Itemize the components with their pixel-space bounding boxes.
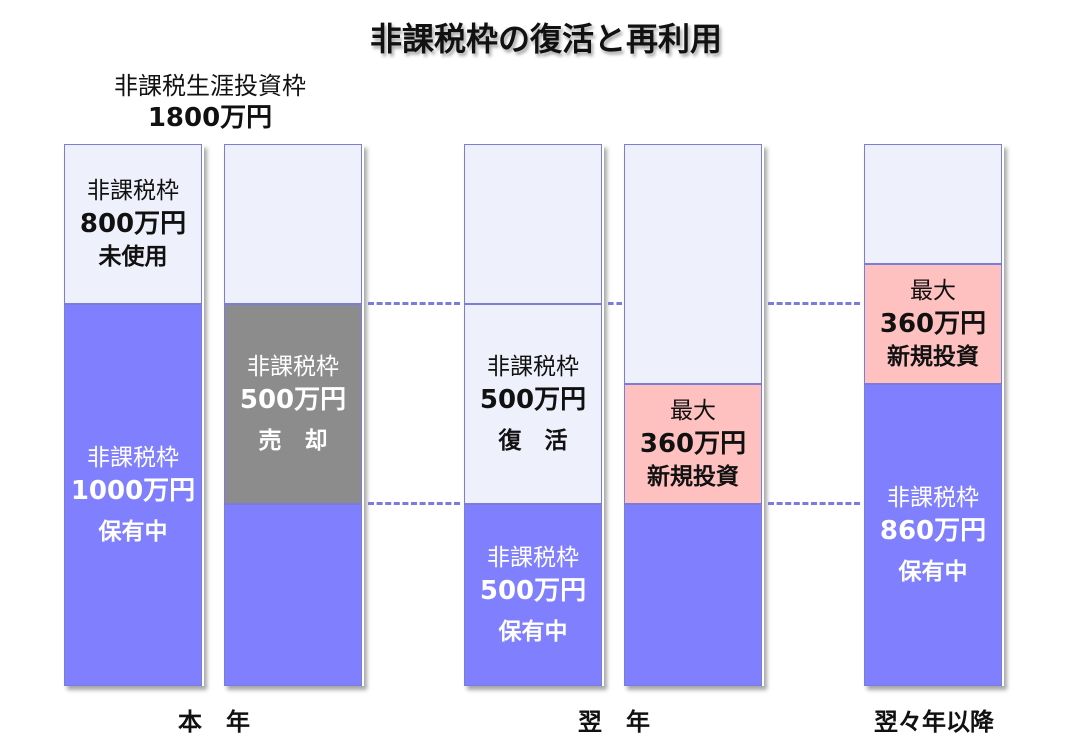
segment-status: 保有中 xyxy=(98,519,168,545)
segment-label: 最大 xyxy=(670,398,716,424)
column-next-year-new: 最大 360万円 新規投資 xyxy=(624,144,764,686)
segment-status: 新規投資 xyxy=(647,464,739,490)
held-quota-segment xyxy=(624,504,762,686)
segment-label: 非課税枠 xyxy=(87,178,179,204)
dashed-connector-lower xyxy=(368,502,460,505)
segment-amount: 500万円 xyxy=(239,385,347,415)
segment-label: 非課税枠 xyxy=(887,485,979,511)
segment-amount: 500万円 xyxy=(479,576,587,606)
footer-next-year: 翌 年 xyxy=(578,708,650,736)
segment-amount: 860万円 xyxy=(879,516,987,546)
segment-status: 保有中 xyxy=(498,619,568,645)
unused-quota-segment xyxy=(624,144,762,384)
column-this-year-before: 非課税枠 800万円 未使用 非課税枠 1000万円 保有中 xyxy=(64,144,204,686)
segment-status: 復 活 xyxy=(498,428,568,454)
segment-amount: 360万円 xyxy=(639,429,747,459)
sold-quota-segment: 非課税枠 500万円 売 却 xyxy=(224,304,362,504)
held-quota-segment xyxy=(224,504,362,686)
segment-label: 非課税枠 xyxy=(247,354,339,380)
unused-quota-segment xyxy=(224,144,362,304)
segment-status: 保有中 xyxy=(898,559,968,585)
held-quota-segment: 非課税枠 500万円 保有中 xyxy=(464,504,602,686)
segment-status: 新規投資 xyxy=(887,344,979,370)
unused-quota-segment: 非課税枠 800万円 未使用 xyxy=(64,144,202,304)
segment-label: 最大 xyxy=(910,278,956,304)
held-quota-segment: 非課税枠 1000万円 保有中 xyxy=(64,304,202,686)
segment-amount: 800万円 xyxy=(79,209,187,239)
lifetime-limit-label: 非課税生涯投資枠 1800万円 xyxy=(60,70,360,134)
new-investment-segment: 最大 360万円 新規投資 xyxy=(624,384,762,504)
segment-status: 売 却 xyxy=(258,428,328,454)
column-this-year-sale: 非課税枠 500万円 売 却 xyxy=(224,144,364,686)
held-quota-segment: 非課税枠 860万円 保有中 xyxy=(864,384,1002,686)
footer-this-year: 本 年 xyxy=(178,708,250,736)
dashed-connector-upper xyxy=(608,302,622,305)
lifetime-limit-caption: 非課税生涯投資枠 xyxy=(114,72,306,100)
column-following-years: 最大 360万円 新規投資 非課税枠 860万円 保有中 xyxy=(864,144,1004,686)
dashed-connector-upper xyxy=(768,302,860,305)
segment-amount: 1000万円 xyxy=(70,476,196,506)
segment-label: 非課税枠 xyxy=(87,445,179,471)
dashed-connector-lower xyxy=(768,502,860,505)
unused-quota-segment xyxy=(864,144,1002,264)
segment-amount: 500万円 xyxy=(479,385,587,415)
footer-following-years: 翌々年以降 xyxy=(874,708,994,736)
unused-quota-segment xyxy=(464,144,602,304)
segment-label: 非課税枠 xyxy=(487,545,579,571)
segment-amount: 360万円 xyxy=(879,309,987,339)
dashed-connector-upper xyxy=(368,302,460,305)
segment-label: 非課税枠 xyxy=(487,354,579,380)
column-next-year-revived: 非課税枠 500万円 復 活 非課税枠 500万円 保有中 xyxy=(464,144,604,686)
new-investment-segment: 最大 360万円 新規投資 xyxy=(864,264,1002,384)
lifetime-limit-amount: 1800万円 xyxy=(147,103,273,133)
segment-status: 未使用 xyxy=(98,244,168,270)
diagram-title: 非課税枠の復活と再利用 xyxy=(369,20,722,58)
revived-quota-segment: 非課税枠 500万円 復 活 xyxy=(464,304,602,504)
